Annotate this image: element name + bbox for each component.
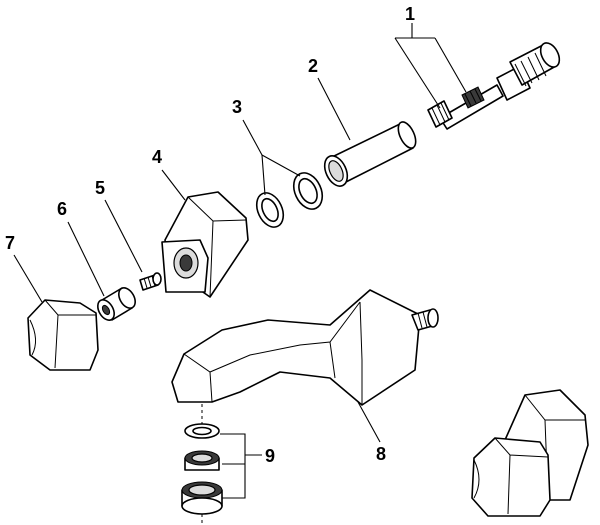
callout-8: 8 — [357, 401, 386, 464]
part-3-washers — [255, 172, 324, 228]
callout-number-9: 9 — [265, 446, 275, 466]
callout-6: 6 — [57, 199, 105, 297]
part-4-handle-base — [161, 191, 249, 298]
callout-number-8: 8 — [376, 444, 386, 464]
callout-1: 1 — [394, 4, 467, 109]
part-5-set-screw — [139, 272, 162, 291]
callout-number-1: 1 — [405, 4, 415, 24]
callout-number-5: 5 — [95, 178, 105, 198]
callout-2: 2 — [308, 56, 351, 141]
part-8-spout — [171, 289, 439, 406]
assembled-handle — [471, 389, 589, 517]
part-6-adapter — [97, 287, 136, 321]
part-2-sleeve — [323, 121, 417, 187]
callout-7: 7 — [5, 233, 43, 303]
callout-number-4: 4 — [152, 147, 162, 167]
part-7-handle — [27, 299, 99, 371]
part-9-aerator — [181, 404, 223, 525]
callout-3: 3 — [232, 97, 301, 196]
callout-number-3: 3 — [232, 97, 242, 117]
part-1-valve-cartridge — [427, 42, 561, 130]
callout-9: 9 — [220, 433, 275, 499]
callout-4: 4 — [152, 147, 186, 201]
callout-number-7: 7 — [5, 233, 15, 253]
callout-number-6: 6 — [57, 199, 67, 219]
callout-number-2: 2 — [308, 56, 318, 76]
callout-5: 5 — [95, 178, 143, 273]
